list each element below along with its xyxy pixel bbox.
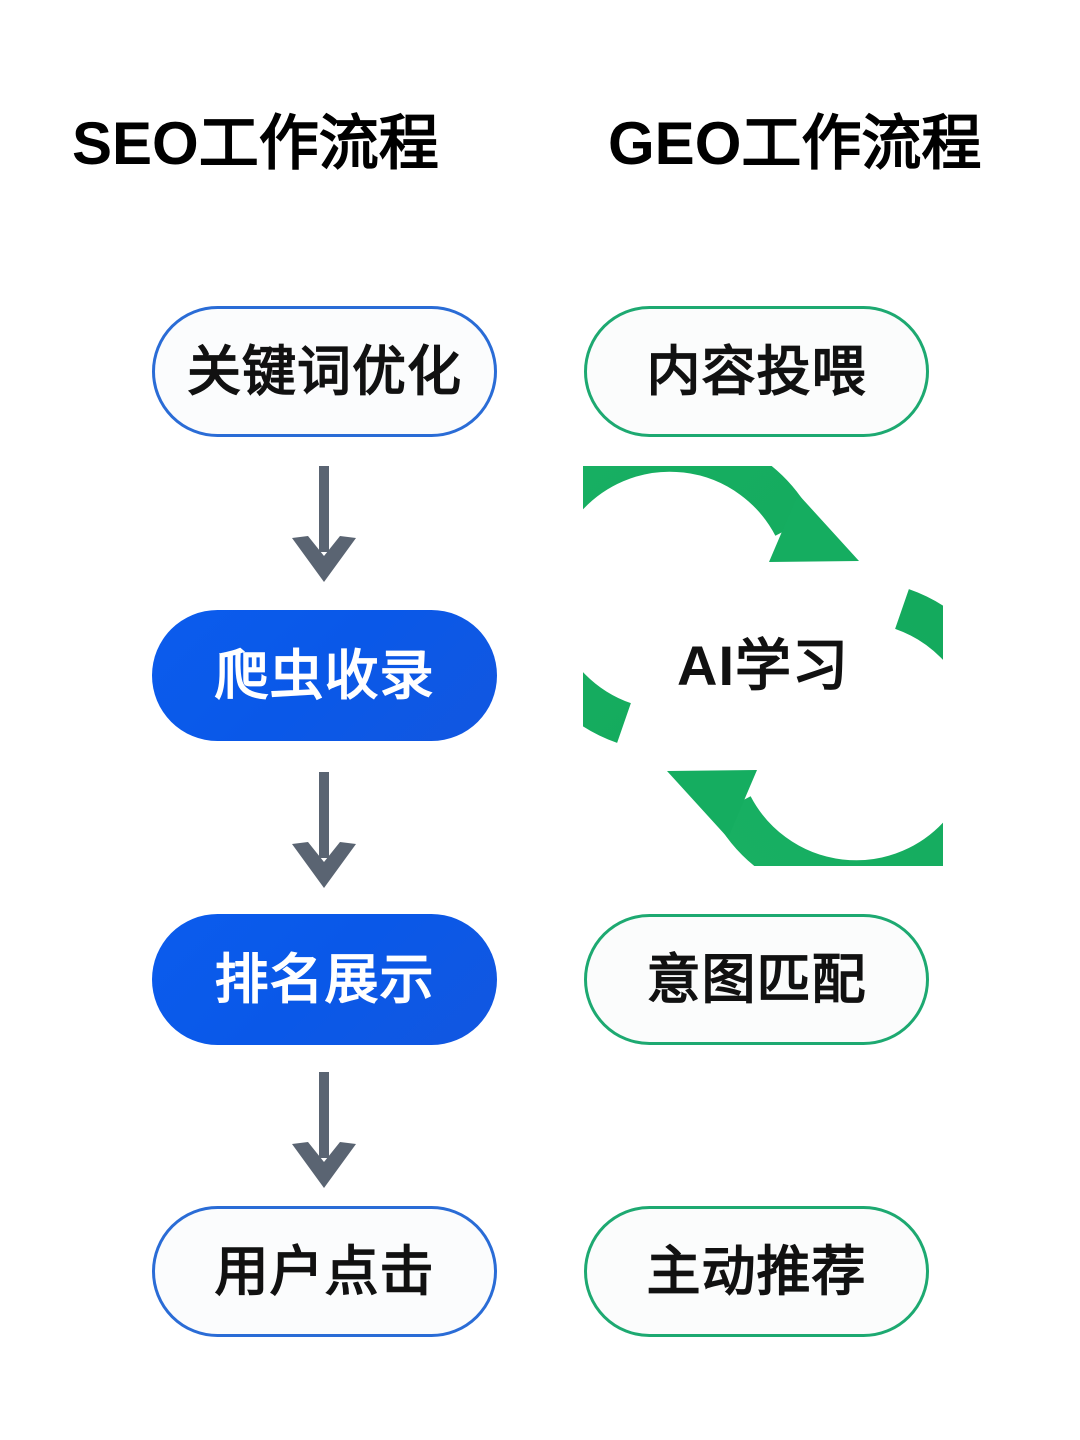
geo-step-3-proactive-recommendation[interactable]: 主动推荐 <box>584 1206 929 1337</box>
circular-refresh-icon <box>583 466 943 866</box>
seo-step-1-keyword-optimization[interactable]: 关键词优化 <box>152 306 497 437</box>
seo-step-3-label: 排名展示 <box>214 949 435 1010</box>
geo-flow-column: 内容投喂 AI学习 <box>540 0 1080 1440</box>
geo-step-3-label: 主动推荐 <box>646 1241 867 1302</box>
page-title-seo: SEO工作流程 <box>72 110 439 177</box>
seo-step-4-label: 用户点击 <box>214 1241 435 1302</box>
down-arrow-icon <box>292 772 356 888</box>
geo-step-2-intent-match[interactable]: 意图匹配 <box>584 914 929 1045</box>
geo-step-2-label: 意图匹配 <box>646 949 867 1010</box>
seo-step-1-label: 关键词优化 <box>187 341 462 402</box>
seo-flow-column: 关键词优化 爬虫收录 排名展示 <box>152 306 497 1337</box>
down-arrow-icon <box>292 466 356 582</box>
seo-step-4-user-click[interactable]: 用户点击 <box>152 1206 497 1337</box>
seo-step-2-crawler-index[interactable]: 爬虫收录 <box>152 610 497 741</box>
page-title-geo: GEO工作流程 <box>608 110 982 177</box>
geo-step-1-content-feeding[interactable]: 内容投喂 <box>584 306 929 437</box>
down-arrow-icon <box>292 1072 356 1188</box>
seo-step-2-label: 爬虫收录 <box>214 645 435 706</box>
seo-step-3-ranking-display[interactable]: 排名展示 <box>152 914 497 1045</box>
seo-connector-arrow-1 <box>288 466 360 584</box>
seo-connector-arrow-3 <box>288 1072 360 1190</box>
geo-step-1-label: 内容投喂 <box>646 341 867 402</box>
seo-connector-arrow-2 <box>288 772 360 890</box>
